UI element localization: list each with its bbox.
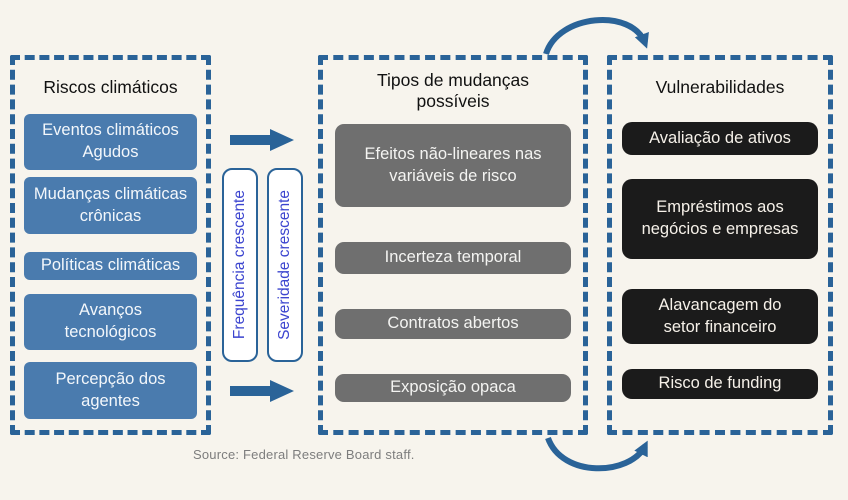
frequency-increasing-label: Frequência crescente (222, 168, 258, 362)
risk-box-avancos-tecnologicos: Avanços tecnológicos (24, 294, 197, 350)
risk-box-percepcao-agentes: Percepção dos agentes (24, 362, 197, 419)
panel-tipos-de-mudancas: Tipos de mudanças possíveis Efeitos não-… (318, 55, 588, 435)
vuln-box-emprestimos: Empréstimos aos negócios e empresas (622, 179, 818, 259)
change-box-exposicao-opaca: Exposição opaca (335, 374, 571, 402)
change-box-incerteza-temporal: Incerteza temporal (335, 242, 571, 274)
right-arrow-icon-top (230, 129, 294, 151)
risk-box-politicas: Políticas climáticas (24, 252, 197, 280)
panel-vulnerabilidades: Vulnerabilidades Avaliação de ativos Emp… (607, 55, 833, 435)
panel-title-vulnerabilidades: Vulnerabilidades (655, 77, 785, 97)
change-box-contratos-abertos: Contratos abertos (335, 309, 571, 339)
vuln-box-alavancagem: Alavancagem do setor financeiro (622, 289, 818, 344)
curved-arrow-icon-top (543, 17, 649, 56)
panel-title-mudancas: Tipos de mudanças possíveis (376, 70, 530, 111)
severity-increasing-label: Severidade crescente (267, 168, 303, 362)
risk-box-eventos-agudos: Eventos climáticos Agudos (24, 114, 197, 170)
source-note: Source: Federal Reserve Board staff. (193, 447, 415, 462)
risk-box-mudancas-cronicas: Mudanças climáticas crônicas (24, 177, 197, 234)
panel-title-riscos: Riscos climáticos (43, 77, 178, 97)
curved-arrow-icon-bottom (545, 436, 648, 472)
vuln-box-avaliacao-ativos: Avaliação de ativos (622, 122, 818, 155)
change-box-efeitos-nao-lineares: Efeitos não-lineares nas variáveis de ri… (335, 124, 571, 207)
panel-riscos-climaticos: Riscos climáticos Eventos climáticos Agu… (10, 55, 211, 435)
right-arrow-icon-bottom (230, 380, 294, 402)
vuln-box-risco-funding: Risco de funding (622, 369, 818, 399)
